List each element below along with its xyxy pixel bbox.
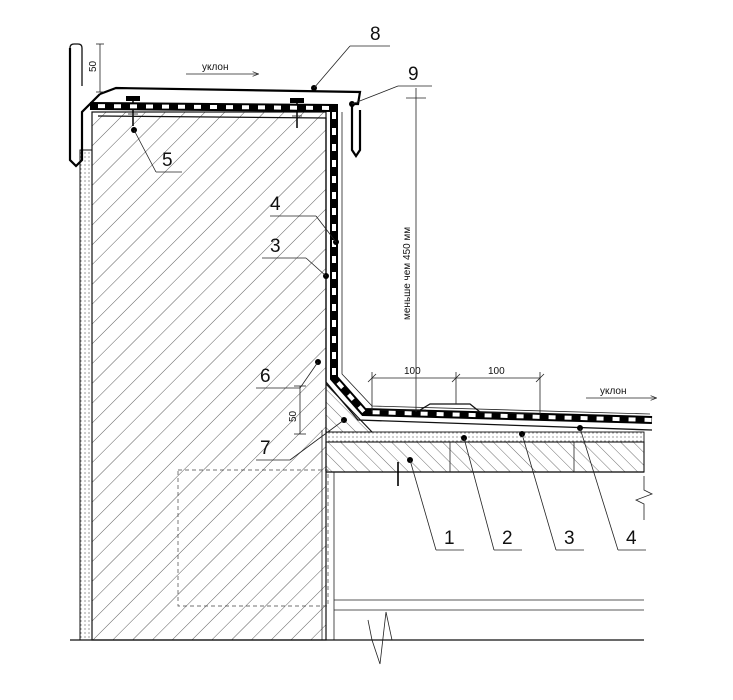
parapet-wall [79, 111, 329, 641]
callout-4-bottom: 4 [626, 528, 637, 549]
dimension-50-fillet-label: 50 [288, 410, 299, 422]
dimension-50-top: 50 [88, 43, 104, 93]
coping-flashing [68, 43, 362, 168]
callout-9-leader: 7 [256, 417, 347, 461]
roof-deck [325, 431, 653, 665]
callout-7: 8 [370, 24, 381, 45]
dimension-100-pair: 100 100 [367, 366, 545, 414]
dimension-100-left-label: 100 [404, 366, 421, 377]
dimension-50-fillet: 50 [288, 385, 306, 435]
slope-arrow-top: уклон [186, 62, 258, 74]
dimension-vertical: меньше чем 450 мм [402, 88, 426, 412]
callout-5-leader: 5 [131, 127, 182, 173]
callout-9: 7 [260, 438, 271, 459]
callout-2-leader: 2 [461, 435, 522, 551]
slope-label-right: уклон [600, 386, 627, 397]
callout-4-bottom-leader: 4 [577, 425, 646, 551]
waterproofing-membrane [89, 102, 653, 431]
dimension-50-top-label: 50 [88, 60, 99, 72]
callout-8-leader: 9 [349, 64, 432, 107]
callout-4-wall: 4 [270, 194, 281, 215]
callout-3-bottom: 3 [564, 528, 575, 549]
callout-6-leader: 6 [256, 359, 321, 389]
callout-2: 2 [502, 528, 513, 549]
callout-3-bottom-leader: 3 [519, 431, 584, 551]
callout-7-leader: 8 [311, 24, 390, 91]
slope-arrow-right: уклон [586, 386, 656, 398]
callout-5: 5 [162, 150, 173, 171]
callout-4-wall-leader: 4 [270, 194, 339, 245]
callout-3-wall: 3 [270, 236, 281, 257]
callout-1-leader: 1 [407, 457, 464, 551]
slope-label-top: уклон [202, 62, 229, 73]
callout-1: 1 [444, 528, 455, 549]
callout-6: 6 [260, 366, 271, 387]
callout-3-wall-leader: 3 [262, 236, 329, 279]
dimension-100-right-label: 100 [488, 366, 505, 377]
dimension-vertical-label: меньше чем 450 мм [402, 227, 413, 320]
callout-8: 9 [408, 64, 419, 85]
